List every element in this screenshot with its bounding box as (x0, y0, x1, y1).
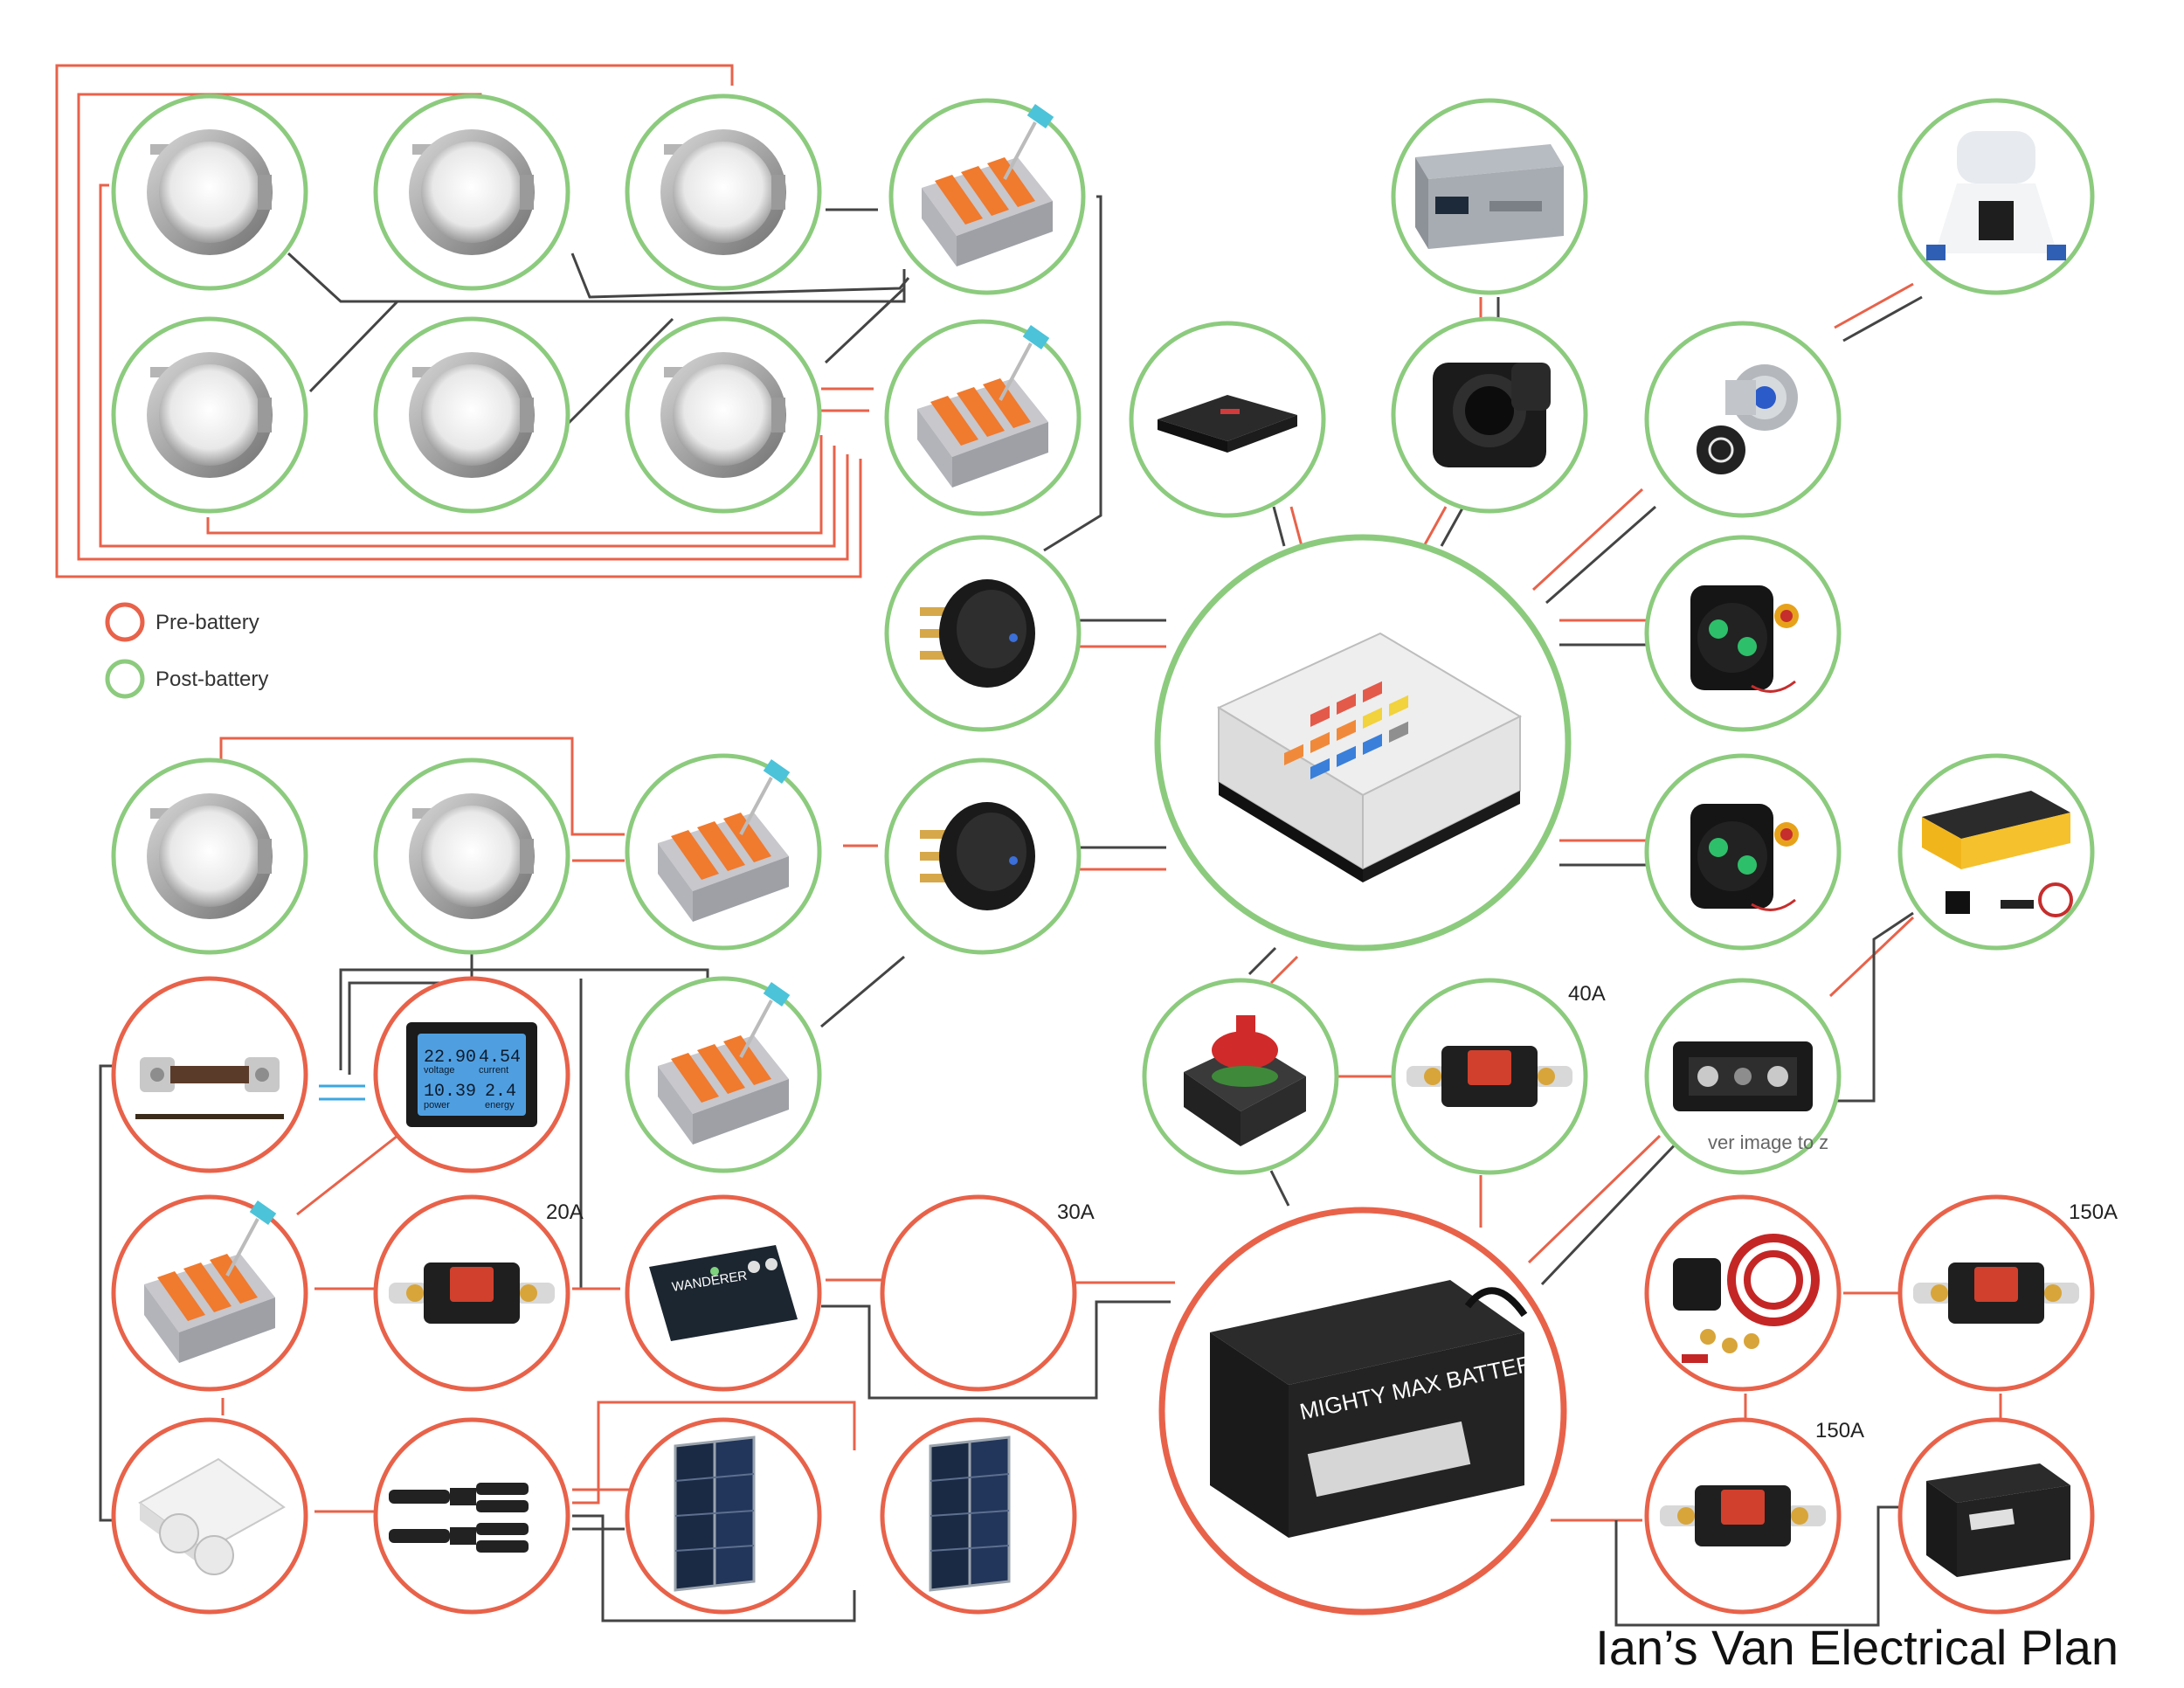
battery-monitor-icon: 22.90 4.54 voltage current 10.39 2.4 pow… (406, 1022, 537, 1127)
battery-disconnect-icon (1184, 1015, 1306, 1146)
diagram-title: Ian’s Van Electrical Plan (1595, 1620, 2118, 1675)
fuse-rating-150a-bottom: 150A (1815, 1419, 1864, 1442)
wire-shunt-ctrl (579, 979, 620, 1290)
wire-pump-2 (1842, 295, 1923, 342)
led-light-icon (409, 352, 535, 478)
meter-reading-voltage: 22.90 (424, 1048, 476, 1068)
wire-disc-batt (1269, 1170, 1290, 1207)
wire-neg-5 (824, 287, 906, 364)
wire-inv-batt (1540, 911, 1914, 1286)
fridge-icon (1415, 144, 1564, 249)
usb-socket-icon (1690, 585, 1799, 693)
legend-post-label: Post-battery (156, 668, 268, 691)
wire-bus-batt-2 (1828, 916, 1915, 998)
led-light-icon (147, 129, 273, 255)
meter-reading-energy: 2.4 (485, 1082, 516, 1102)
wire-btn-2 (1545, 505, 1656, 605)
fuse-row (1284, 681, 1408, 779)
led-light-icon (409, 129, 535, 255)
solar-panel-icon (929, 1435, 1011, 1592)
inverter-icon (1922, 791, 2073, 917)
wire-shunt-neg (339, 968, 709, 1070)
wire-cig-2 (1422, 506, 1448, 547)
led-light-icon (147, 352, 273, 478)
wires (55, 64, 2002, 1627)
meter-label-power: power (424, 1100, 450, 1110)
wire-neg-7 (1043, 195, 1102, 552)
wire-fan-2 (1289, 506, 1303, 547)
wire-meter-wago (296, 1134, 398, 1216)
fuse-rating-40a: 40A (1568, 982, 1606, 1006)
hover-hint-text: ver image to z (1708, 1131, 1828, 1153)
fuse-rating-150a-top: 150A (2069, 1200, 2118, 1224)
wago-connector-icon (922, 103, 1054, 266)
legend: Pre-battery Post-battery (105, 602, 268, 699)
meter-label-current: current (479, 1065, 508, 1076)
wire-neg-2 (570, 253, 910, 299)
shunt-icon (135, 1057, 284, 1119)
wire-mid-neg (820, 955, 905, 1028)
wire-neg-4 (566, 317, 674, 425)
wire-batt-neg (1614, 1505, 1909, 1627)
main-battery-icon: MIGHTY MAX BATTERY (1210, 1280, 1550, 1538)
wire-btn-1 (1531, 488, 1644, 591)
wire-mc4-neg (572, 1514, 856, 1622)
meter-label-energy: energy (485, 1100, 515, 1110)
meter-label-voltage: voltage (424, 1065, 454, 1076)
wire-ctrl-neg (821, 1300, 1171, 1400)
push-button-icon (1697, 364, 1798, 474)
wire-fb-disc-2 (1269, 955, 1299, 985)
led-light-icon (409, 793, 535, 919)
inline-fuse-icon (1406, 1046, 1572, 1107)
legend-post-swatch (105, 659, 145, 699)
solar-panel-icon (674, 1435, 756, 1592)
frame-fuse30 (880, 1194, 1077, 1392)
wire-pos-1 (55, 64, 862, 578)
wire-mid-pos (219, 737, 625, 836)
meter-reading-current: 4.54 (479, 1048, 521, 1068)
rocker-switch-icon (920, 579, 1035, 688)
aux-battery-icon (1926, 1463, 2070, 1577)
legend-pre-label: Pre-battery (156, 611, 259, 634)
wire-cig-1 (1440, 506, 1465, 547)
wire-pos-4 (206, 435, 823, 535)
wire-pos-3 (99, 183, 836, 548)
bus-bar-icon (1673, 1041, 1813, 1111)
meter-reading-power: 10.39 (424, 1082, 476, 1102)
led-light-icon (660, 352, 786, 478)
led-light-icon (660, 129, 786, 255)
roof-fan-icon (1158, 395, 1297, 453)
wire-neg-3 (308, 300, 399, 393)
legend-pre-swatch (105, 602, 145, 642)
wire-fb-disc-1 (1248, 946, 1277, 976)
frame-mc4 (373, 1417, 570, 1615)
mc4-connector-icon (389, 1483, 529, 1553)
fuse-rating-30a: 30A (1057, 1200, 1095, 1224)
cable-kit-icon (1673, 1234, 1820, 1363)
wire-mc4-panel1 (572, 1401, 856, 1505)
wire-shunt-neg-b (348, 952, 473, 1075)
fuse-rating-20a: 20A (546, 1200, 584, 1224)
wire-fan-1 (1272, 506, 1286, 547)
fuse-block-icon (1216, 632, 1523, 882)
led-light-icon (147, 793, 273, 919)
cable-entry-icon (138, 1457, 286, 1575)
water-pump-icon (1926, 131, 2066, 260)
wire-pump-1 (1834, 282, 1914, 329)
wire-neg-1 (287, 252, 906, 303)
cigarette-socket-icon (1433, 363, 1551, 467)
charge-controller-icon: WANDERER (649, 1245, 798, 1341)
wire-bus-batt-1 (1527, 1134, 1662, 1264)
